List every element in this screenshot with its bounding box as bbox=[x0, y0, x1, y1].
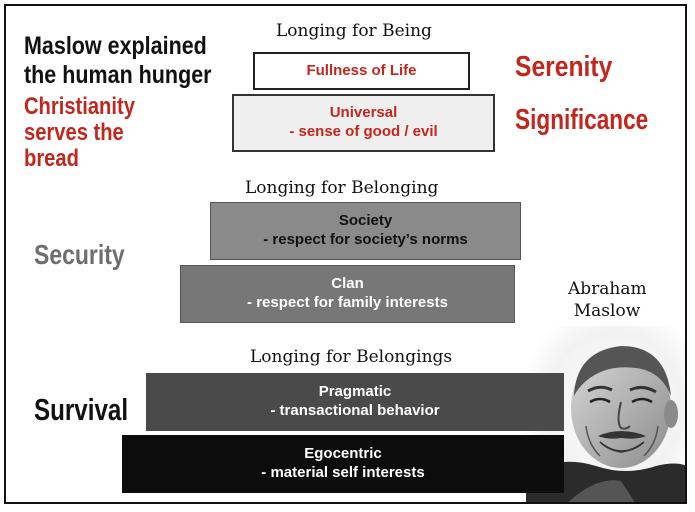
level-pragmatic: Pragmatic - transactional behavior bbox=[146, 373, 564, 431]
intro-line-2: the human hunger bbox=[24, 61, 212, 89]
level-egocentric-desc: - material self interests bbox=[261, 464, 425, 481]
intro-title: Maslow explained the human hunger bbox=[24, 32, 212, 90]
level-clan-title: Clan bbox=[331, 275, 364, 293]
intro-subtitle: Christianity serves the bread bbox=[24, 94, 135, 172]
level-egocentric-title: Egocentric bbox=[304, 445, 382, 463]
level-society-title: Society bbox=[338, 212, 393, 230]
label-serenity: Serenity bbox=[515, 51, 613, 83]
level-fullness-of-life: Fullness of Life bbox=[253, 52, 470, 90]
level-pragmatic-desc: - transactional behavior bbox=[270, 402, 440, 419]
level-egocentric: Egocentric - material self interests bbox=[122, 435, 564, 493]
portrait-caption-2: Maslow bbox=[573, 301, 641, 321]
intro-line-1: Maslow explained bbox=[24, 32, 207, 60]
level-clan-desc: - respect for family interests bbox=[247, 294, 448, 311]
level-clan: Clan - respect for family interests bbox=[180, 265, 515, 323]
level-society: Society - respect for society’s norms bbox=[210, 202, 521, 260]
intro-sub-3: bread bbox=[24, 145, 79, 172]
heading-belongings: Longing for Belongings bbox=[250, 347, 453, 367]
level-society-desc: - respect for society’s norms bbox=[263, 231, 468, 248]
label-survival: Survival bbox=[34, 392, 129, 427]
slide: Maslow explained the human hunger Christ… bbox=[4, 4, 687, 504]
heading-belonging: Longing for Belonging bbox=[245, 178, 439, 198]
level-universal: Universal - sense of good / evil bbox=[232, 94, 495, 152]
portrait-caption-1: Abraham bbox=[568, 279, 647, 299]
level-fullness-title: Fullness of Life bbox=[306, 61, 417, 79]
portrait-caption: Abraham Maslow bbox=[568, 278, 647, 322]
intro-sub-1: Christianity bbox=[24, 93, 135, 120]
intro-sub-2: serves the bbox=[24, 119, 124, 146]
level-universal-title: Universal bbox=[329, 104, 398, 122]
label-significance: Significance bbox=[515, 104, 649, 136]
level-universal-desc: - sense of good / evil bbox=[289, 123, 438, 140]
heading-being: Longing for Being bbox=[276, 21, 432, 41]
label-security: Security bbox=[34, 239, 125, 270]
level-pragmatic-title: Pragmatic bbox=[318, 383, 392, 401]
